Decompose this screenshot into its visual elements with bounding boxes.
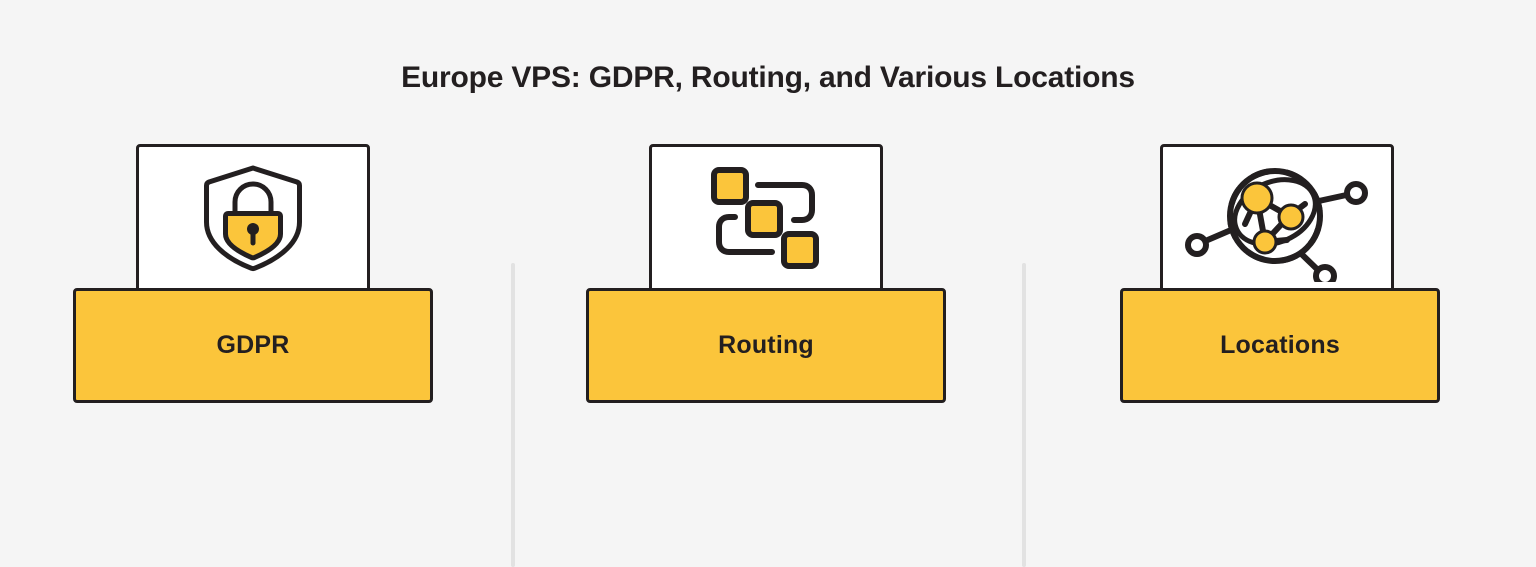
column-divider-2 [1022, 263, 1026, 567]
label-banner-routing[interactable]: Routing [586, 288, 946, 403]
card-routing[interactable]: Routing [543, 130, 989, 450]
card-label-routing: Routing [718, 331, 814, 359]
icon-panel-locations [1160, 144, 1394, 292]
global-network-icon [1185, 168, 1368, 282]
icon-panel-routing [649, 144, 883, 292]
infographic-root: Europe VPS: GDPR, Routing, and Various L… [0, 61, 1536, 567]
label-banner-gdpr[interactable]: GDPR [73, 288, 433, 403]
card-label-locations: Locations [1220, 331, 1340, 359]
label-banner-locations[interactable]: Locations [1120, 288, 1440, 403]
cards-row: GDPR Routing [0, 130, 1536, 567]
card-label-gdpr: GDPR [216, 331, 290, 359]
shield-lock-icon [204, 165, 302, 272]
card-locations[interactable]: Locations [1054, 130, 1500, 450]
column-divider-1 [511, 263, 515, 567]
icon-panel-gdpr [136, 144, 370, 292]
card-gdpr[interactable]: GDPR [30, 130, 476, 450]
page-title: Europe VPS: GDPR, Routing, and Various L… [401, 61, 1135, 94]
routing-nodes-icon [711, 167, 819, 269]
